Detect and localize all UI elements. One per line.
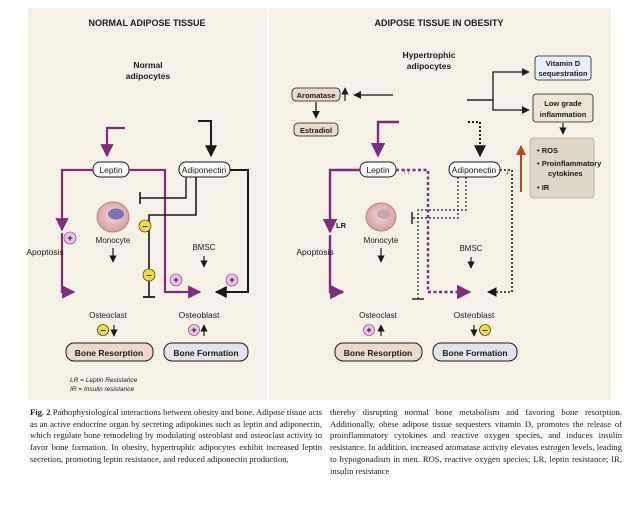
effect-ir: • IR <box>537 183 550 192</box>
left-panel-title: NORMAL ADIPOSE TISSUE <box>88 18 205 28</box>
r-monocyte-label: Monocyte <box>364 236 399 245</box>
effects-box <box>529 137 595 199</box>
hypertrophic-label: Hypertrophic <box>403 50 456 60</box>
svg-text:+: + <box>366 325 371 335</box>
bone-formation-box <box>163 342 249 362</box>
leptin-label: Leptin <box>99 165 122 175</box>
leptin-osteoblast-plus-icon <box>169 273 183 287</box>
effect-proinflammatory: • Proinflammatory <box>537 159 602 168</box>
normal-adipocytes-label: Normal <box>133 60 162 70</box>
osteoblast-label: Osteoblast <box>179 310 220 320</box>
bmsc-label: BMSC <box>192 243 215 252</box>
r-adipocytes-to-leptin-arrow <box>370 120 399 158</box>
right-diagram: ADIPOSE TISSUE IN OBESITY Hypertrophic a… <box>291 18 602 362</box>
r-bone-formation-box <box>432 342 518 362</box>
leptin-left-long-arrow <box>60 233 76 299</box>
r-adiponectin-down-arrow: ↓ <box>505 166 510 176</box>
r-monocyte-cell <box>365 202 397 232</box>
adiponectin-inhibit-monocyte <box>140 177 187 199</box>
svg-text:+: + <box>67 233 72 243</box>
figure-diagram: NORMAL ADIPOSE TISSUE Normal adipocytes … <box>26 8 611 400</box>
normal-adipocytes-label-2: adipocytes <box>126 71 171 81</box>
vitamin-d-box <box>534 55 592 81</box>
right-panel-title: ADIPOSE TISSUE IN OBESITY <box>374 18 503 28</box>
inhibit-monocyte-minus-icon <box>138 219 152 233</box>
caption-left-column: Fig. 2 Pathophysiological interactions b… <box>30 407 322 466</box>
adiponectin-to-osteoblast-arrow <box>214 169 249 298</box>
svg-text:+: + <box>173 275 178 285</box>
apoptosis-label: Apoptosis <box>26 247 63 257</box>
r-adiponectin-label: Adiponectin <box>452 165 497 175</box>
osteoclast-label: Osteoclast <box>89 311 128 320</box>
aromatase-label: Aromatase <box>297 91 336 100</box>
svg-text:+: + <box>191 325 196 335</box>
adipocytes-to-adiponectin-arrow <box>198 120 217 158</box>
adipocytes-to-inflammation-arrow <box>467 99 530 114</box>
adiponectin-inhibit-osteoclast <box>148 177 197 297</box>
inhibit-osteoclast-minus-icon <box>142 268 156 282</box>
caption-label: Fig. 2 <box>30 407 51 417</box>
caption-right-text: thereby disrupting normal bone metabolis… <box>330 407 622 476</box>
r-osteoblast-label: Osteoblast <box>454 310 495 320</box>
effect-ros: • ROS <box>537 146 558 155</box>
bone-formation-label: Bone Formation <box>173 348 238 358</box>
r-adiponectin-inhibit-osteoclast <box>417 177 467 299</box>
monocyte-cell <box>96 201 130 233</box>
caption-right-column: thereby disrupting normal bone metabolis… <box>330 407 622 477</box>
left-diagram: NORMAL ADIPOSE TISSUE Normal adipocytes … <box>26 18 249 393</box>
left-panel <box>28 8 267 400</box>
r-bmsc-label: BMSC <box>459 244 482 253</box>
svg-text:–: – <box>100 325 106 336</box>
effect-cytokines: cytokines <box>548 169 583 178</box>
adiponectin-label: Adiponectin <box>182 165 227 175</box>
aromatase-box <box>291 87 341 102</box>
r-adiponectin-to-osteoblast-arrow <box>487 169 513 297</box>
svg-text:+: + <box>229 275 234 285</box>
legend-ir: IR = Insulin resistance <box>70 386 135 393</box>
r-adipocytes-to-adiponectin-arrow <box>468 121 486 158</box>
r-adiponectin-inhibit-monocyte <box>412 177 459 219</box>
legend-lr: LR = Leptin Resistance <box>70 377 138 384</box>
r-leptin-long-arrow <box>328 235 345 300</box>
bone-resorption-box <box>65 342 154 362</box>
r-osteoclast-plus-icon <box>363 324 375 336</box>
inflammation-label-2: inflammation <box>540 110 587 119</box>
estradiol-label: Estradiol <box>300 126 332 135</box>
osteoblast-plus-icon <box>188 324 200 336</box>
svg-text:–: – <box>146 270 152 281</box>
inflammation-box <box>532 93 594 123</box>
leptin-to-osteoblast-arrow <box>129 168 202 299</box>
hypertrophic-label-2: adipocytes <box>407 61 452 71</box>
r-lr-label: LR <box>336 221 347 230</box>
leptin-to-apoptosis-arrow <box>55 168 93 232</box>
adipocytes-to-leptin-arrow <box>100 126 125 158</box>
svg-text:–: – <box>482 325 488 336</box>
r-leptin-to-apoptosis-arrow <box>322 168 360 234</box>
r-osteoclast-label: Osteoclast <box>359 311 398 320</box>
monocyte-label: Monocyte <box>96 236 131 245</box>
r-bone-resorption-box <box>334 342 423 362</box>
vitamin-d-label: Vitamin D <box>546 59 581 68</box>
adiponectin-osteoblast-plus-icon <box>225 273 239 287</box>
svg-text:–: – <box>142 221 148 232</box>
caption-left-text: Pathophysiological interactions between … <box>30 407 322 464</box>
vitamin-d-label-2: sequestration <box>538 69 588 78</box>
r-leptin-label: Leptin <box>366 165 389 175</box>
apoptosis-plus-icon <box>63 231 77 245</box>
r-bone-formation-label: Bone Formation <box>442 348 507 358</box>
bone-resorption-label: Bone Resorption <box>75 348 143 358</box>
estradiol-box <box>293 122 339 137</box>
osteoclast-minus-icon <box>97 324 109 336</box>
inflammation-label: Low grade <box>544 99 582 108</box>
r-leptin-up-arrows: ↑↑ <box>402 166 411 176</box>
r-bone-resorption-label: Bone Resorption <box>344 348 412 358</box>
r-apoptosis-label: Apoptosis <box>296 247 333 257</box>
r-osteoblast-minus-icon <box>479 324 491 336</box>
